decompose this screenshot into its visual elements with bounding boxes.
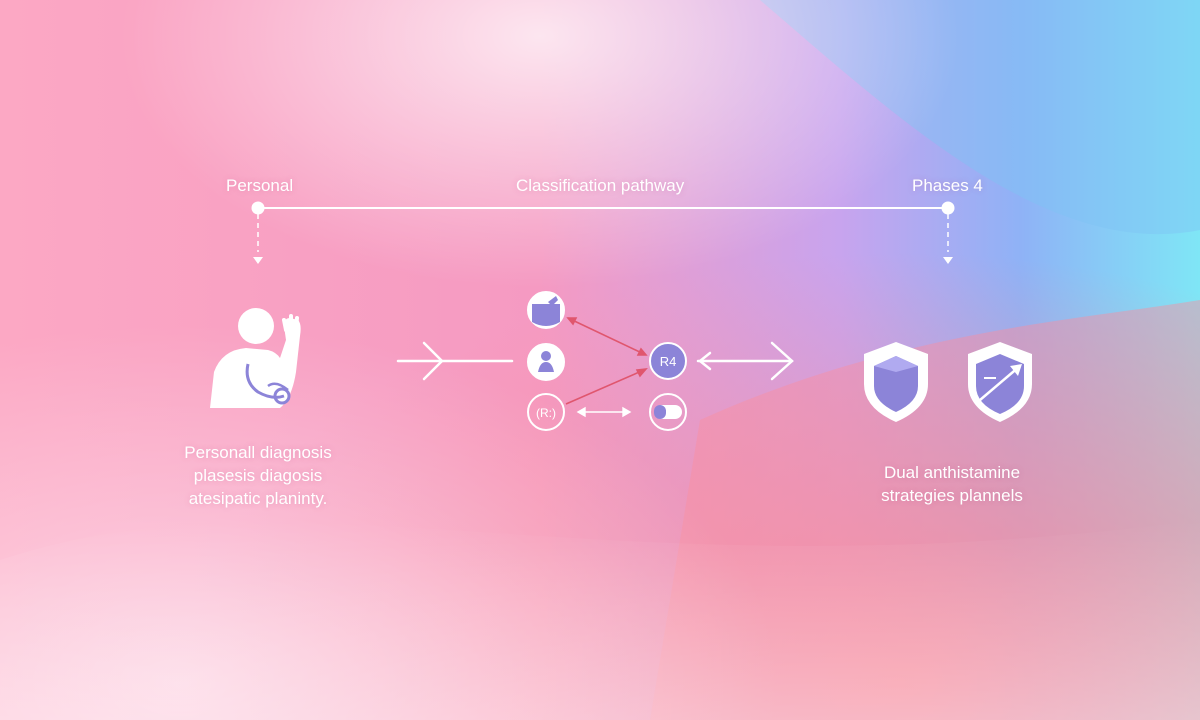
strategy-caption-line: Dual anthistamine: [883, 463, 1021, 482]
network-node-badge: (R:): [527, 393, 565, 431]
phases-label: Phases 4: [912, 176, 983, 195]
shield-icon: [864, 342, 928, 422]
diagnosis-caption-line: plasesis diagosis: [193, 466, 323, 485]
network-node-person: [527, 343, 565, 381]
network-node-r: R4: [649, 342, 687, 380]
strategy-caption-line: strategies plannels: [881, 486, 1023, 505]
diagnosis-caption-line: atesipatic planinty.: [188, 489, 328, 508]
diagnosis-caption: Personall diagnosis plasesis diagosis at…: [168, 441, 348, 510]
diagnosis-caption-line: Personall diagnosis: [184, 443, 332, 462]
personal-label: Personal: [226, 176, 294, 195]
double-arrow-icon: [696, 341, 794, 381]
r-node-text: R4: [660, 354, 677, 369]
timeline-end-dot: [941, 201, 955, 215]
timeline: [251, 201, 955, 264]
left-drop-arrow-icon: [253, 257, 263, 264]
classification-pathway-label: Classification pathway: [516, 176, 685, 195]
badge-text: (R:): [536, 406, 556, 420]
rightward-arrow-icon: [396, 341, 514, 381]
classification-network-icon: (R:) R4: [527, 291, 687, 431]
shield-with-arrow-icon: [968, 342, 1032, 422]
network-node-pill: [649, 393, 687, 431]
strategy-caption: Dual anthistamine strategies plannels: [852, 461, 1052, 507]
right-drop-arrow-icon: [943, 257, 953, 264]
timeline-start-dot: [251, 201, 265, 215]
network-node-top: [527, 291, 565, 329]
doctor-with-stethoscope-icon: [210, 308, 301, 408]
connector-badge-to-r: [565, 369, 645, 405]
connector-top-to-r: [567, 317, 645, 355]
